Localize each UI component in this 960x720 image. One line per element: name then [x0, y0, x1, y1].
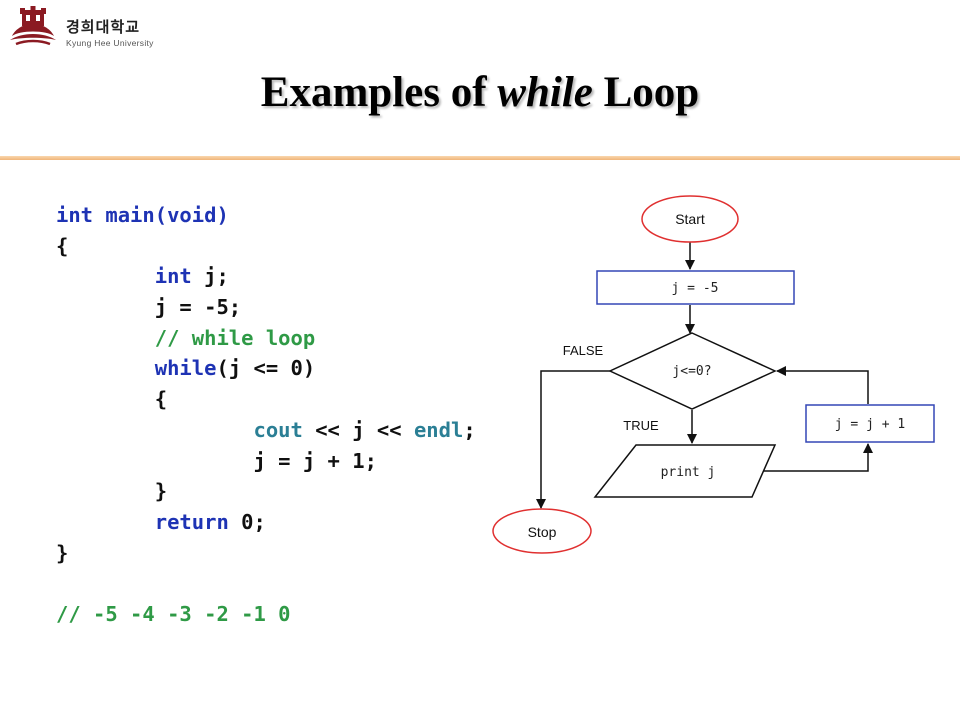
- code-line: int main(void): [56, 203, 229, 227]
- code-line: j = j + 1;: [253, 448, 377, 473]
- code-line: {: [56, 233, 69, 258]
- code-line: int j;: [154, 264, 229, 289]
- print-io-shape: [593, 444, 777, 498]
- title-keyword: while: [497, 69, 593, 116]
- code-line: }: [56, 540, 69, 565]
- condition-decision: [608, 332, 777, 410]
- code-listing: int main(void) { int j; j = -5; // while …: [56, 200, 476, 630]
- increment-process-box: [805, 404, 935, 443]
- init-label: j = -5: [672, 281, 719, 296]
- start-terminal: [641, 195, 739, 243]
- title-part-3: Loop: [592, 69, 700, 116]
- logo-english-name: Kyung Hee University: [66, 38, 154, 48]
- stop-label: Stop: [528, 524, 557, 540]
- code-line: cout << j << endl;: [253, 417, 476, 442]
- university-logo: 경희대학교 Kyung Hee University: [8, 6, 168, 48]
- code-line: // -5 -4 -3 -2 -1 0: [56, 601, 291, 626]
- code-line: }: [154, 479, 168, 504]
- stop-terminal: [492, 508, 592, 554]
- logo-korean-name: 경희대학교: [66, 18, 141, 36]
- code-line: {: [154, 387, 168, 412]
- start-label: Start: [675, 211, 705, 227]
- arrow-loop-back: [776, 366, 869, 404]
- print-label: print j: [661, 465, 716, 480]
- code-line: // while loop: [154, 325, 316, 350]
- arrow-print-to-increment: [752, 443, 873, 472]
- university-emblem-icon: [10, 6, 56, 46]
- title-part-1: Examples of: [260, 69, 498, 116]
- increment-label: j = j + 1: [835, 417, 905, 432]
- code-line: while(j <= 0): [154, 356, 316, 381]
- condition-label: j<=0?: [672, 364, 711, 379]
- arrow-false-branch: [536, 370, 610, 509]
- code-line: return 0;: [154, 509, 266, 534]
- true-branch-label: TRUE: [623, 418, 659, 433]
- slide-title: Examples of while Loop: [0, 68, 960, 117]
- init-process-box: [596, 270, 795, 305]
- code-line: j = -5;: [154, 295, 242, 320]
- title-divider: [0, 156, 960, 160]
- false-branch-label: FALSE: [563, 343, 604, 358]
